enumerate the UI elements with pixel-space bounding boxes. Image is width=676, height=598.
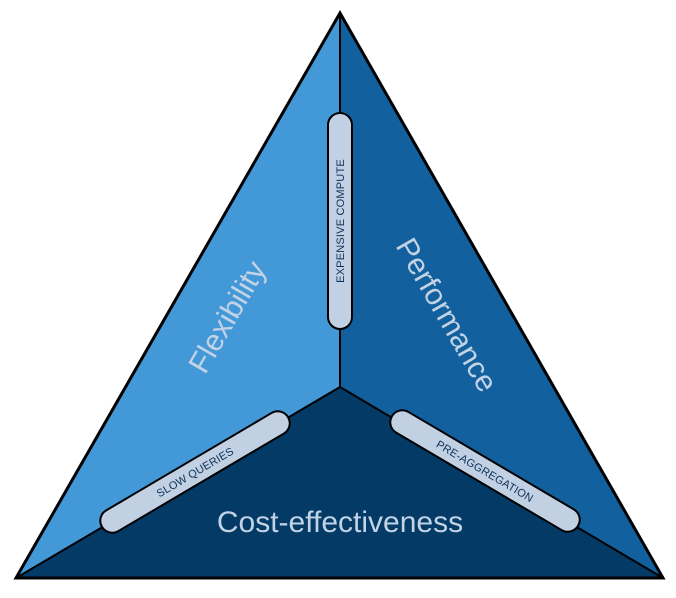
expensive-compute-pill: EXPENSIVE COMPUTE [327,112,353,330]
cost-effectiveness-face [16,387,663,578]
cost-effectiveness-label: Cost-effectiveness [217,506,463,539]
triangle-outline [13,9,666,580]
expensive-compute-label: EXPENSIVE COMPUTE [335,159,347,283]
